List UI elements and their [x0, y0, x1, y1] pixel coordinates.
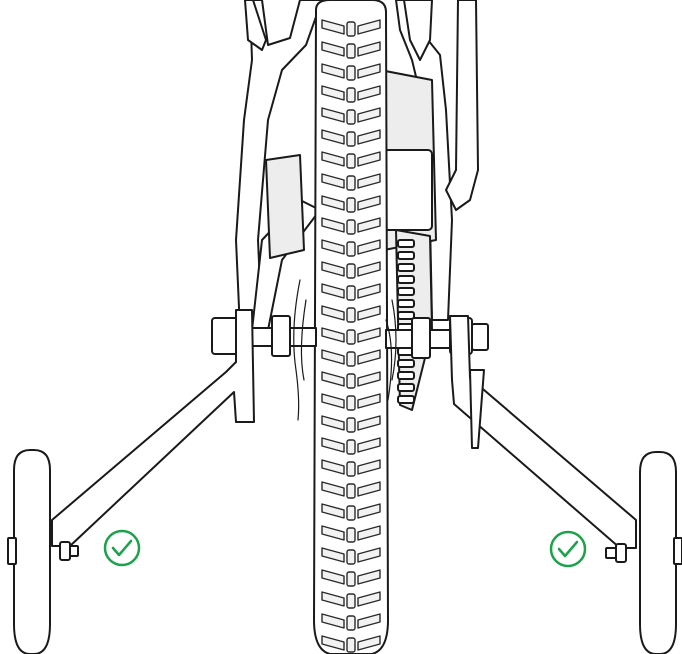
left-wheel-hub	[7, 537, 17, 565]
tread-row	[321, 217, 381, 235]
right-arm	[449, 315, 637, 549]
sprocket-tooth	[397, 359, 415, 368]
right-kickstand	[469, 369, 485, 449]
tread-row	[321, 261, 381, 279]
left-hub-housing	[265, 154, 305, 259]
left-arm-bolt-cap	[69, 545, 79, 557]
tread-row	[321, 327, 381, 345]
tread-row	[321, 503, 381, 521]
tread-row	[321, 305, 381, 323]
sprocket-tooth	[397, 287, 415, 296]
sprocket-tooth	[397, 299, 415, 308]
right-cable-1	[391, 299, 397, 381]
tread-row	[321, 173, 381, 191]
right-gear-plate	[383, 149, 433, 231]
right-axle-washer	[411, 317, 431, 359]
tread-row	[321, 283, 381, 301]
right-upper-bracket	[403, 0, 433, 61]
right-wheel-hub	[673, 537, 682, 565]
frame	[235, 0, 479, 331]
tread-row	[321, 107, 381, 125]
axle-assembly	[211, 279, 489, 421]
sprocket-tooth	[397, 311, 415, 320]
left-axle-nut	[211, 317, 239, 355]
tread-row	[321, 19, 381, 37]
tread-row	[321, 437, 381, 455]
tread-row	[321, 129, 381, 147]
right-check-circle-icon	[549, 530, 587, 568]
tread-row	[321, 195, 381, 213]
sprocket-tooth	[397, 275, 415, 284]
tread-row	[321, 63, 381, 81]
sprocket-tooth	[397, 383, 415, 392]
seat-post-tube	[445, 0, 479, 211]
tread-row	[321, 239, 381, 257]
tread-row	[321, 371, 381, 389]
tire-tread	[321, 19, 381, 653]
right-training-wheel	[639, 451, 677, 654]
left-seatstay	[235, 0, 323, 331]
sprocket-tooth	[397, 263, 415, 272]
right-training-wheel-assembly	[449, 315, 682, 654]
right-axle-tip	[471, 323, 489, 351]
tread-row	[321, 569, 381, 587]
left-cable-2	[300, 299, 307, 381]
tread-row	[321, 41, 381, 59]
tread-row	[321, 393, 381, 411]
left-axle-washer	[271, 315, 291, 357]
tread-row	[321, 547, 381, 565]
tread-row	[321, 459, 381, 477]
sprocket-tooth	[397, 371, 415, 380]
sprocket-tooth	[397, 251, 415, 260]
tread-row	[321, 525, 381, 543]
rear-wheel	[313, 0, 389, 654]
sprocket-tooth	[397, 395, 415, 404]
right-arm-bolt-cap	[605, 547, 617, 559]
tread-row	[321, 613, 381, 631]
tread-row	[321, 151, 381, 169]
left-training-wheel	[13, 449, 51, 654]
left-upper-bracket	[244, 0, 267, 51]
tread-row	[321, 635, 381, 653]
tread-row	[321, 481, 381, 499]
tread-row	[321, 415, 381, 433]
left-arm-bolt	[59, 541, 71, 561]
tread-row	[321, 85, 381, 103]
left-check-circle-icon	[103, 529, 141, 567]
sprocket-tooth	[397, 239, 415, 248]
right-arm-bolt	[615, 543, 627, 563]
left-training-wheel-assembly	[7, 309, 255, 654]
tread-row	[321, 349, 381, 367]
left-cable-1	[293, 279, 301, 421]
right-cable-2	[385, 319, 393, 401]
tread-row	[321, 591, 381, 609]
